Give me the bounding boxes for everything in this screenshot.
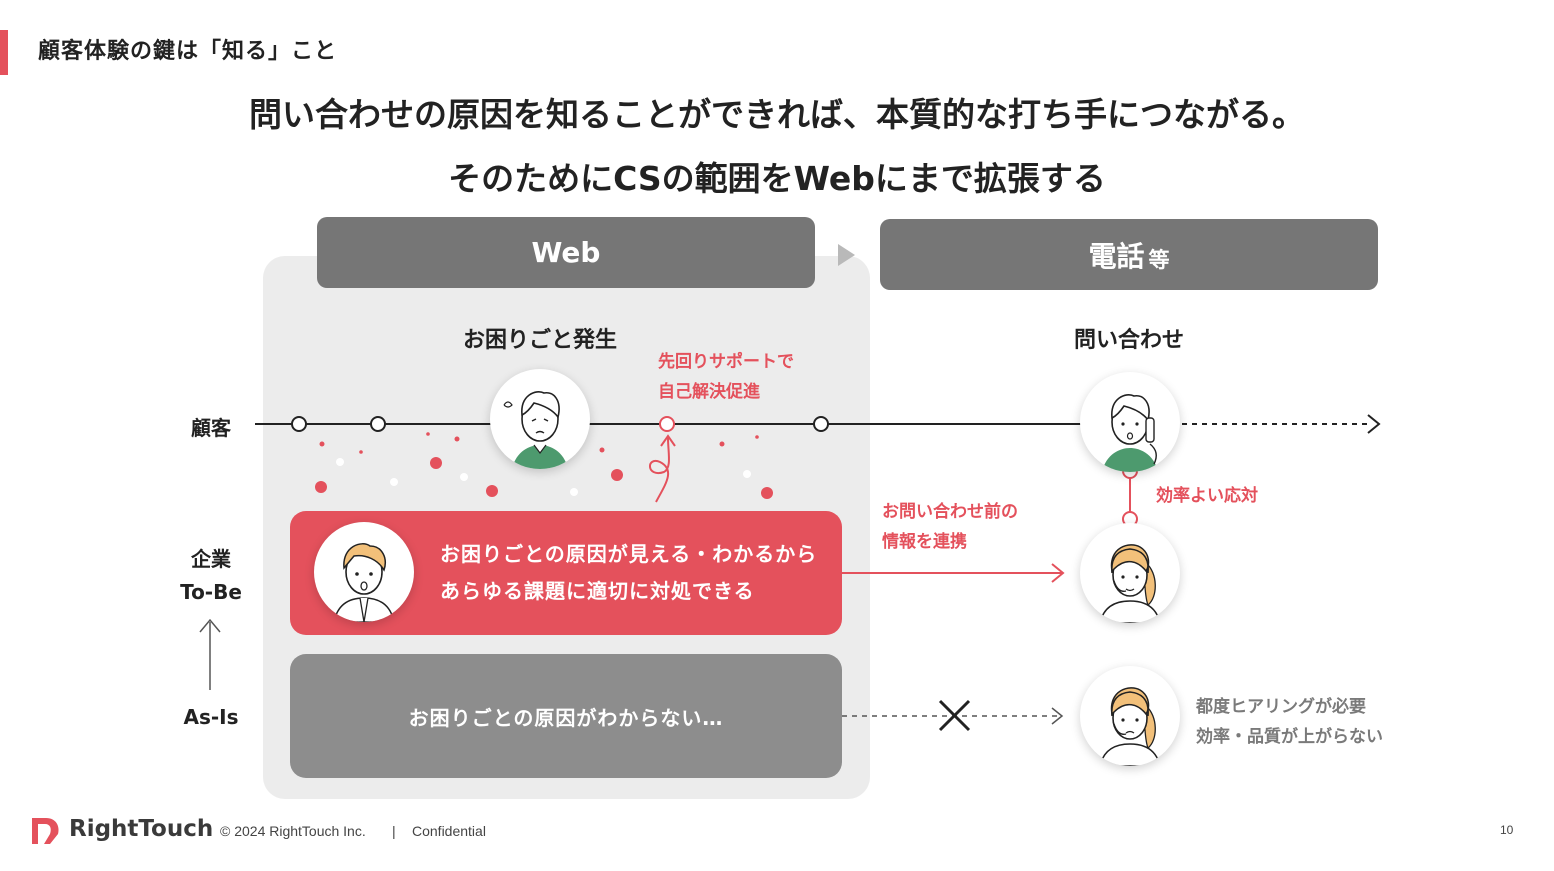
asis-note-line2: 効率・品質が上がらない [1196, 722, 1383, 752]
proactive-note: 先回りサポートで 自己解決促進 [658, 347, 794, 407]
asis-box: お困りごとの原因がわからない… [290, 654, 842, 778]
operator-headset-icon [1080, 523, 1180, 623]
journey-node [371, 417, 385, 431]
page-number: 10 [1500, 823, 1513, 837]
tobe-box-text: お困りごとの原因が見える・わかるから あらゆる課題に適切に対処できる [440, 536, 817, 610]
customer-calling-avatar [1080, 372, 1180, 472]
company-staff-icon [314, 522, 414, 622]
customer-troubled-avatar [490, 369, 590, 469]
footer-confidential: Confidential [412, 823, 486, 839]
asis-note: 都度ヒアリングが必要 効率・品質が上がらない [1196, 692, 1383, 752]
footer-separator: | [392, 823, 396, 839]
tobe-box-line1: お困りごとの原因が見える・わかるから [440, 536, 817, 573]
proactive-note-line2: 自己解決促進 [658, 377, 794, 407]
operator-headset-icon [1080, 666, 1180, 766]
company-staff-avatar [314, 522, 414, 622]
asis-note-line1: 都度ヒアリングが必要 [1196, 692, 1383, 722]
tobe-box-line2: あらゆる課題に適切に対処できる [440, 573, 817, 610]
footer-logo: RightTouch [69, 816, 213, 842]
proactive-note-line1: 先回りサポートで [658, 347, 794, 377]
footer-copyright: © 2024 RightTouch Inc. [220, 823, 366, 839]
asis-box-text: お困りごとの原因がわからない… [409, 702, 724, 731]
righttouch-logo-icon [30, 816, 60, 846]
share-note-line2: 情報を連携 [882, 527, 1018, 557]
operator-tobe-avatar [1080, 523, 1180, 623]
efficient-note: 効率よい応対 [1156, 481, 1258, 511]
customer-line-arrowhead [1368, 415, 1379, 433]
journey-node [814, 417, 828, 431]
share-note-line1: お問い合わせ前の [882, 497, 1018, 527]
customer-calling-icon [1080, 372, 1180, 472]
share-note: お問い合わせ前の 情報を連携 [882, 497, 1018, 557]
journey-node [292, 417, 306, 431]
curl-arrow [650, 438, 669, 502]
operator-asis-avatar [1080, 666, 1180, 766]
customer-troubled-icon [490, 369, 590, 469]
journey-node-proactive [660, 417, 674, 431]
asis-to-tobe-arrow [200, 620, 220, 690]
